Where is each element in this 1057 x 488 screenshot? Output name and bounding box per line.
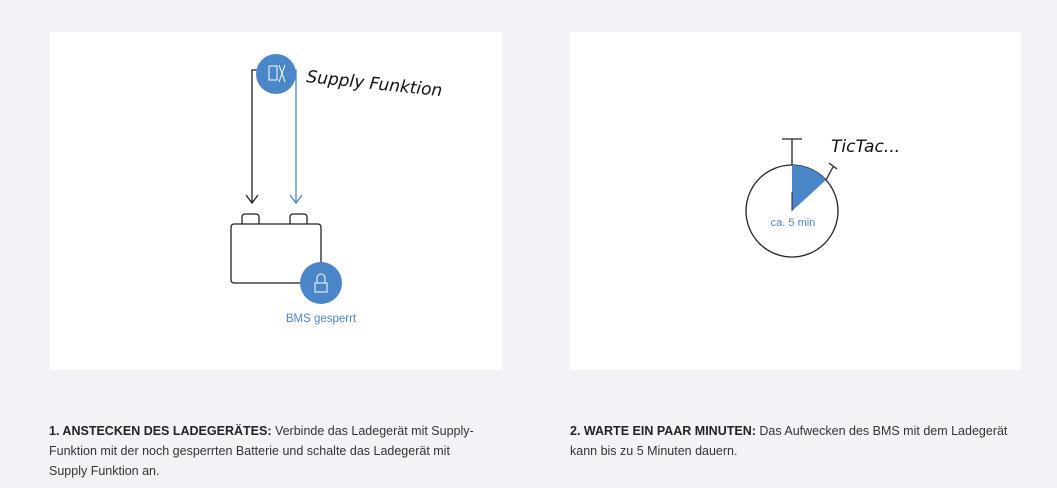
step-2-caption: 2. WARTE EIN PAAR MINUTEN: Das Aufwecken… xyxy=(570,421,1025,461)
illustration-card-charger: Supply Funktion BMS gesperrt xyxy=(50,32,502,370)
step-2-title: 2. WARTE EIN PAAR MINUTEN: xyxy=(570,424,756,438)
bms-locked-label: BMS gesperrt xyxy=(286,313,357,325)
tictac-handwriting: TicTac... xyxy=(831,137,900,157)
step-2-text: Das Aufwecken des BMS mit dem Ladegerät … xyxy=(570,424,1008,458)
timer-illustration: TicTac... ca. 5 min xyxy=(745,137,900,258)
elapsed-wedge xyxy=(792,165,826,211)
illustration-card-timer: TicTac... ca. 5 min xyxy=(570,32,1021,370)
step-1-text: Verbinde das Ladegerät mit Supply-Funkti… xyxy=(49,424,474,478)
step-1-caption: 1. ANSTECKEN DES LADEGERÄTES: Verbinde d… xyxy=(49,421,489,481)
supply-funktion-handwriting: Supply Funktion xyxy=(305,67,443,101)
charger-illustration: Supply Funktion BMS gesperrt xyxy=(230,54,443,325)
duration-label: ca. 5 min xyxy=(771,217,816,229)
charger-icon xyxy=(256,54,296,94)
battery-icon xyxy=(230,223,322,284)
step-1-title: 1. ANSTECKEN DES LADEGERÄTES: xyxy=(49,424,272,438)
